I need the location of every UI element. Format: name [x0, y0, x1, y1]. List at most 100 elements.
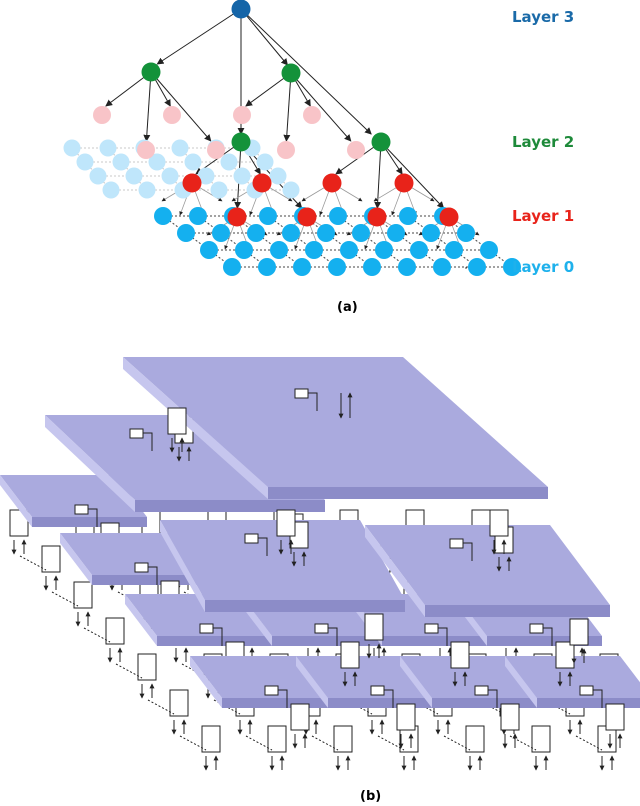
layer-2-node	[371, 132, 391, 152]
module-unit	[465, 725, 485, 771]
layer-1-node	[394, 173, 414, 193]
hierarchy-edge	[240, 8, 372, 135]
plate-side	[60, 533, 92, 585]
medium-plate	[160, 520, 405, 659]
tag-link	[278, 689, 288, 708]
layer-0-node-faded	[112, 153, 130, 171]
plate-front	[268, 487, 548, 499]
module-unit	[267, 725, 287, 771]
plate-side	[400, 656, 432, 708]
hierarchy-edge	[283, 72, 292, 142]
plate-front	[382, 636, 497, 646]
module-unit	[290, 703, 310, 749]
layer-0-node	[503, 258, 521, 276]
plate-top	[505, 656, 640, 698]
tag-box	[314, 623, 329, 634]
module-box	[41, 545, 61, 573]
layer-1-node-faded	[207, 141, 225, 159]
tag-link	[328, 627, 338, 646]
top-plate	[123, 357, 548, 555]
plate-side	[365, 525, 425, 617]
panel-a: Layer 3 Layer 2 Layer 1 Layer 0 (a)	[63, 0, 574, 315]
module-unit	[41, 545, 61, 591]
layer-0-node-faded	[138, 181, 156, 199]
layer-1-node-faded	[93, 106, 111, 124]
layer-0-node	[282, 224, 300, 242]
layer-0-node-faded	[63, 139, 81, 157]
layer-1-node-faded	[137, 141, 155, 159]
layer-0-node	[352, 224, 370, 242]
hierarchy-edge	[374, 141, 382, 209]
plate-side	[160, 520, 205, 612]
tag-box	[424, 623, 439, 634]
module-box	[500, 703, 520, 731]
module-unit	[276, 509, 296, 555]
medium-plate	[365, 525, 610, 664]
layer-0-node-faded	[89, 167, 107, 185]
layer-1-node-faded	[347, 141, 365, 159]
dotted-connector	[575, 735, 603, 751]
lateral-link	[133, 175, 148, 191]
plate-top	[365, 525, 610, 605]
module-unit	[605, 703, 625, 749]
layer-0-node	[457, 224, 475, 242]
plate-front	[537, 698, 640, 708]
tag-box	[134, 562, 149, 573]
tag-box	[244, 533, 259, 544]
plate-front	[432, 698, 547, 708]
layer-1-node-faded	[303, 106, 321, 124]
dotted-connector	[245, 735, 273, 751]
lateral-link	[205, 175, 220, 191]
lateral-link	[84, 161, 99, 177]
hierarchy-edge	[290, 72, 352, 142]
tag-box	[370, 685, 385, 696]
module-box	[450, 641, 470, 669]
panel-b-caption: (b)	[360, 789, 381, 804]
dotted-connector	[19, 555, 47, 571]
module-unit	[364, 613, 384, 659]
module-unit	[340, 641, 360, 687]
layer-0-node	[328, 258, 346, 276]
layer-1-node	[182, 173, 202, 193]
layer-0-node-faded	[197, 167, 215, 185]
lateral-link	[156, 161, 171, 177]
module-box	[276, 509, 296, 537]
layer-2-node	[141, 62, 161, 82]
module-unit	[169, 689, 189, 735]
module-unit	[201, 725, 221, 771]
layer-1-node	[367, 207, 387, 227]
layer-0-node	[247, 224, 265, 242]
layer-0-node-faded	[125, 167, 143, 185]
lateral-link	[277, 175, 292, 191]
module-box	[396, 703, 416, 731]
layer-0-node	[212, 224, 230, 242]
tag-box	[199, 623, 214, 634]
plate-side	[125, 594, 157, 646]
layer-3-node	[231, 0, 251, 19]
module-box	[531, 725, 551, 753]
plate-front	[205, 600, 405, 612]
tag-link	[384, 689, 394, 708]
layer-1-node-faded	[163, 106, 181, 124]
module-box	[489, 509, 509, 537]
plate-side	[296, 656, 328, 708]
plate-front	[157, 636, 272, 646]
tag-box	[129, 428, 144, 439]
layer-0-node	[422, 224, 440, 242]
module-unit	[9, 509, 29, 555]
plate-side	[505, 656, 537, 708]
panel-a-caption: (a)	[337, 300, 358, 315]
plate-side	[123, 357, 268, 499]
layer-0-node	[387, 224, 405, 242]
layer-0-node-faded	[282, 181, 300, 199]
dotted-connector	[115, 663, 143, 679]
lateral-link	[251, 147, 266, 163]
layer-0-node-faded	[210, 181, 228, 199]
module-box	[555, 641, 575, 669]
layer-0-node	[363, 258, 381, 276]
dotted-connector	[83, 627, 111, 643]
lateral-link	[71, 147, 86, 163]
module-box	[569, 618, 589, 646]
module-box	[73, 581, 93, 609]
